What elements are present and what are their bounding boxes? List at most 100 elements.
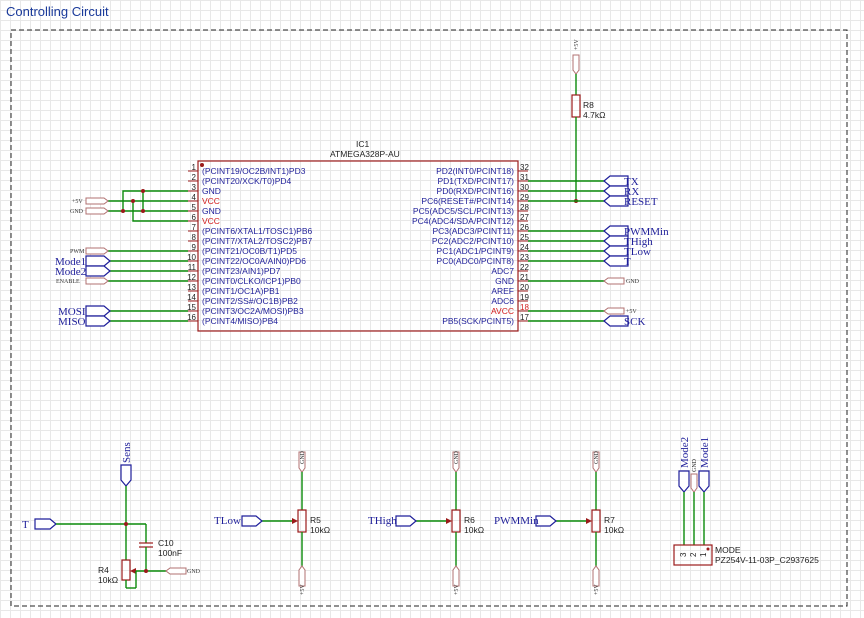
ic1-pin-25-name: PC2(ADC2/PCINT10) bbox=[432, 236, 514, 246]
ic1-pin-11-name: (PCINT23/AIN1)PD7 bbox=[202, 266, 281, 276]
ic1-pin-5-number: 5 bbox=[192, 203, 197, 212]
t-label: T bbox=[22, 519, 29, 531]
r8-pullup[interactable]: +5V R8 4.7kΩ bbox=[571, 39, 605, 203]
net-flag-gnd-r5 bbox=[298, 451, 306, 473]
svg-text:SCK: SCK bbox=[624, 316, 645, 328]
svg-text:+5V: +5V bbox=[626, 309, 637, 315]
svg-text:MISO: MISO bbox=[58, 316, 86, 328]
frame-border bbox=[10, 29, 848, 607]
ic1-pin-1-number: 1 bbox=[192, 163, 197, 172]
net-flag-reset[interactable]: RESET bbox=[603, 195, 658, 208]
ic1-pin-2-name: (PCINT20/XCK/T0)PD4 bbox=[202, 176, 292, 186]
ic1-pin-22-name: ADC7 bbox=[491, 266, 514, 276]
ic1-pin-29-name: PC6(RESET#/PCINT14) bbox=[421, 196, 514, 206]
net-flag-pwmmin[interactable]: PWMMin bbox=[603, 225, 669, 238]
net-flag-miso[interactable]: MISO bbox=[58, 315, 111, 328]
ic1-pin-15-name: (PCINT3/OC2A/MOSI)PB3 bbox=[202, 306, 304, 316]
ic1-pin-32-name: PD2(INT0/PCINT18) bbox=[436, 166, 514, 176]
c10-value: 100nF bbox=[158, 548, 182, 558]
ic1-pin-11-number: 11 bbox=[188, 263, 197, 272]
ic1-pin-16-number: 16 bbox=[187, 313, 196, 322]
ic1-pin-3-name: GND bbox=[202, 186, 221, 196]
ic1-pin-8-number: 8 bbox=[192, 233, 197, 242]
net-flag-5v-left[interactable]: +5V bbox=[72, 197, 109, 205]
r7-value: 10kΩ bbox=[604, 525, 624, 535]
sensor-circuit[interactable]: Sens T C10 100nF R4 10kΩ GND bbox=[22, 442, 201, 589]
r6-body bbox=[451, 509, 461, 533]
ic1-pin-22-number: 22 bbox=[520, 263, 529, 272]
r5-value: 10kΩ bbox=[310, 525, 330, 535]
ic1[interactable]: IC1 ATMEGA328P-AU 1(PCINT19/OC2B/INT1)PD… bbox=[187, 139, 529, 332]
net-flag-rx[interactable]: RX bbox=[603, 185, 639, 198]
ic1-pin-13-number: 13 bbox=[187, 283, 196, 292]
net-flag-pwmmin-r7 bbox=[535, 515, 557, 527]
net-flag-t-sensor bbox=[34, 518, 57, 530]
ic1-pin-8-name: (PCINT7/XTAL2/TOSC2)PB7 bbox=[202, 236, 312, 246]
svg-text:PWMMin: PWMMin bbox=[624, 226, 669, 238]
svg-text:GND: GND bbox=[626, 279, 640, 285]
net-flag-gnd-right[interactable]: GND bbox=[603, 277, 640, 285]
net-flag-tx[interactable]: TX bbox=[603, 175, 639, 188]
net-flag-5v-right[interactable]: +5V bbox=[603, 307, 637, 315]
ic1-pin-21-number: 21 bbox=[520, 273, 529, 282]
ic1-pin-26-name: PC3(ADC3/PCINT11) bbox=[432, 226, 514, 236]
net-flag-pwm[interactable]: PWM bbox=[70, 247, 109, 255]
r7-ref: R7 bbox=[604, 515, 615, 525]
net-flag-gnd-sensor bbox=[165, 567, 187, 575]
net-flag-t[interactable]: T bbox=[603, 255, 631, 268]
ic1-pin-17-name: PB5(SCK/PCINT5) bbox=[442, 316, 514, 326]
ic1-pin-14-name: (PCINT2/SS#/OC1B)PB2 bbox=[202, 296, 298, 306]
net-flag-mosi[interactable]: MOSI bbox=[58, 305, 111, 318]
svg-text:Mode2: Mode2 bbox=[679, 437, 691, 468]
ic1-ref: IC1 bbox=[356, 139, 370, 149]
ic1-body bbox=[197, 160, 519, 332]
svg-text:+5V: +5V bbox=[454, 584, 460, 595]
ic1-pin-13-name: (PCINT1/OC1A)PB1 bbox=[202, 286, 280, 296]
net-flag-5v-r5 bbox=[298, 565, 306, 587]
svg-text:TLow: TLow bbox=[624, 246, 651, 258]
ic1-pin-28-number: 28 bbox=[520, 203, 529, 212]
svg-text:ENABLE: ENABLE bbox=[56, 279, 80, 285]
svg-text:GND: GND bbox=[594, 450, 600, 464]
ic1-pin-20-number: 20 bbox=[520, 283, 529, 292]
r8-ref: R8 bbox=[583, 100, 594, 110]
ic1-pin-12-number: 12 bbox=[187, 273, 196, 282]
svg-text:GND: GND bbox=[692, 458, 698, 472]
ic1-pin-4-number: 4 bbox=[192, 193, 197, 202]
pot-r7[interactable]: GND PWMMin R7 10kΩ +5V bbox=[494, 450, 624, 595]
svg-text:Mode1: Mode1 bbox=[55, 256, 86, 268]
net-flag-sck[interactable]: SCK bbox=[603, 315, 645, 328]
net-flag-mode1[interactable]: Mode1 bbox=[55, 255, 111, 268]
ic1-pin1-dot bbox=[200, 163, 204, 167]
svg-text:THigh: THigh bbox=[624, 236, 653, 248]
svg-text:+5V: +5V bbox=[594, 584, 600, 595]
ic1-pin-12-name: (PCINT0/CLKO/ICP1)PB0 bbox=[202, 276, 301, 286]
r8-body bbox=[571, 94, 581, 118]
net-flag-5v-r7 bbox=[592, 565, 600, 587]
right-signal-wiring bbox=[528, 180, 606, 322]
net-flag-tlow[interactable]: TLow bbox=[603, 245, 651, 258]
svg-text:RX: RX bbox=[624, 186, 639, 198]
net-flag-enable[interactable]: ENABLE bbox=[56, 277, 109, 285]
net-flag-thigh-r6 bbox=[395, 515, 417, 527]
ic1-pin-5-name: GND bbox=[202, 206, 221, 216]
net-flag-gnd-left[interactable]: GND bbox=[70, 207, 109, 215]
c10-ref: C10 bbox=[158, 538, 174, 548]
ic1-pin-15-number: 15 bbox=[187, 303, 196, 312]
svg-text:Mode2: Mode2 bbox=[55, 266, 86, 278]
svg-text:PWM: PWM bbox=[70, 249, 85, 255]
pot-r6[interactable]: GND THigh R6 10kΩ +5V bbox=[368, 450, 484, 595]
ic1-pin-9-number: 9 bbox=[192, 243, 197, 252]
left-power-wiring bbox=[108, 189, 188, 222]
net-flag-thigh[interactable]: THigh bbox=[603, 235, 653, 248]
ic1-pin-27-number: 27 bbox=[520, 213, 529, 222]
mode-part: PZ254V-11-03P_C2937625 bbox=[715, 555, 819, 565]
pot-r5[interactable]: GND TLow R5 10kΩ +5V bbox=[214, 450, 330, 595]
net-flag-mode2[interactable]: Mode2 bbox=[55, 265, 111, 278]
mode-connector[interactable]: Mode2 GND Mode1 3 2 1 MODE PZ254V-11-03P… bbox=[673, 437, 819, 566]
ic1-pin-29-number: 29 bbox=[520, 193, 529, 202]
net-flag-gnd-r7 bbox=[592, 451, 600, 473]
ic1-pin-27-name: PC4(ADC4/SDA/PCINT12) bbox=[412, 216, 514, 226]
r4-ref: R4 bbox=[98, 565, 109, 575]
